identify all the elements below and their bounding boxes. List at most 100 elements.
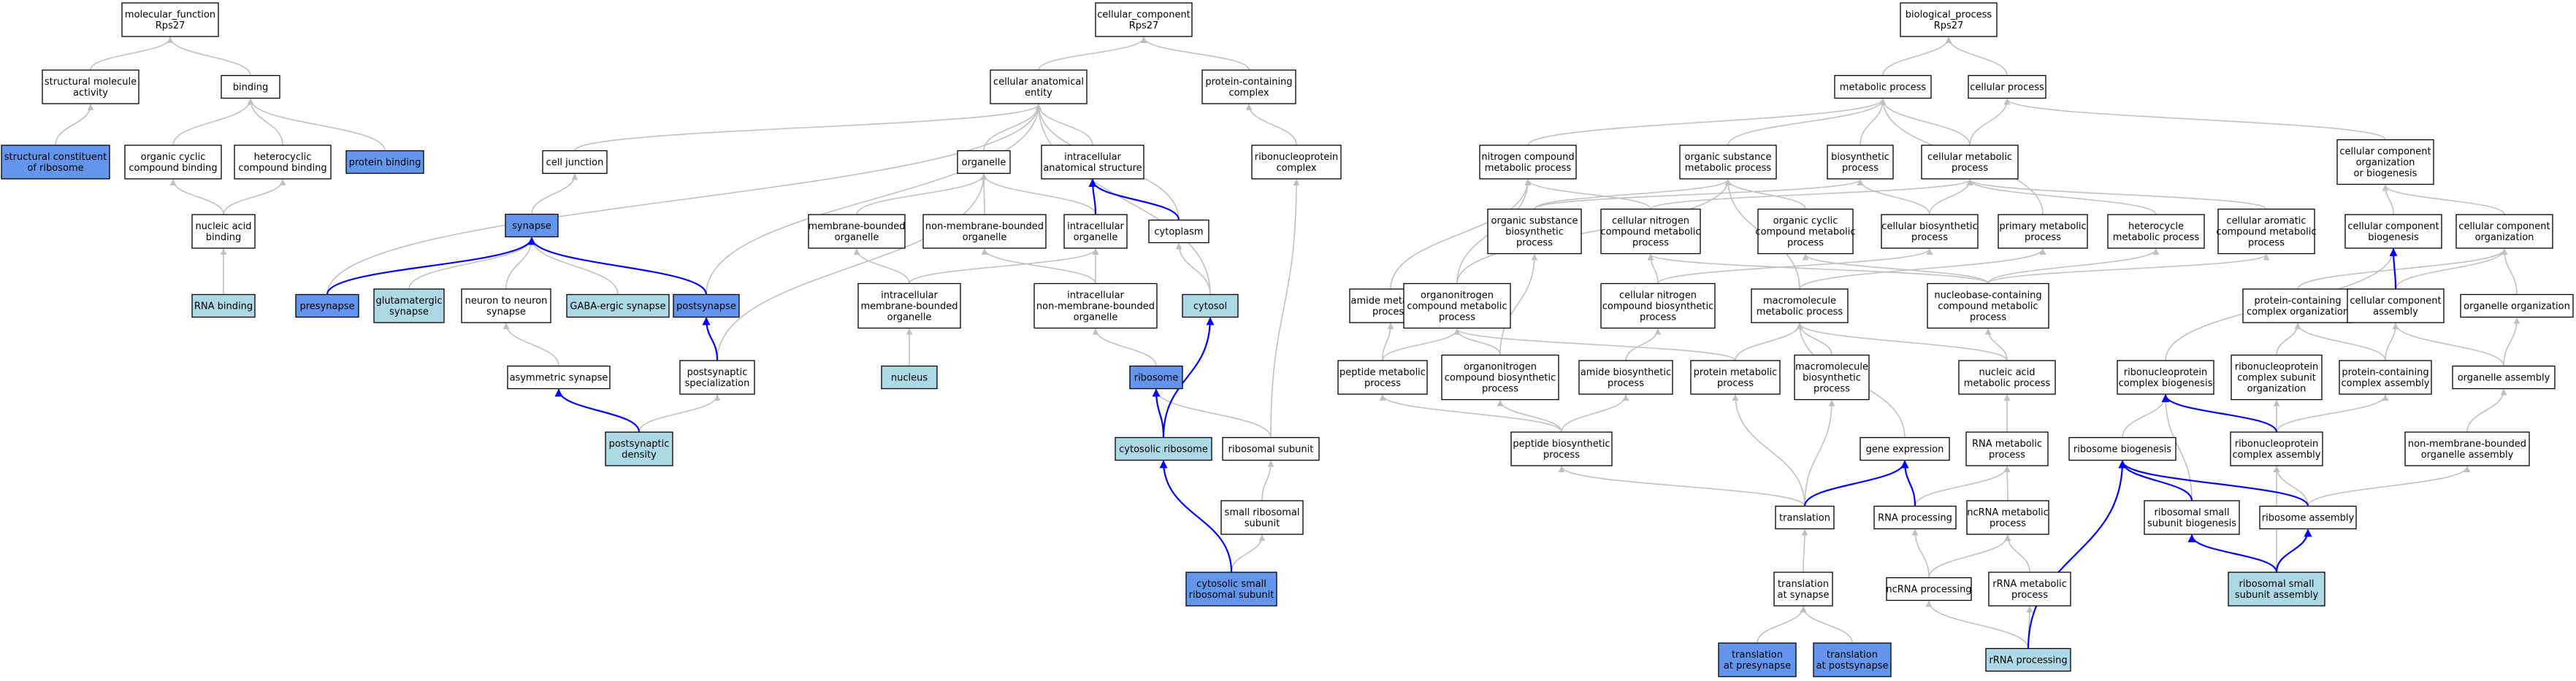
go-term-box — [1751, 288, 1849, 323]
go-term-label: rRNA metabolic — [1992, 579, 2066, 590]
go-term-box — [605, 431, 673, 466]
go-term-box — [1578, 360, 1673, 395]
go-term-label: ribosomal subunit — [1228, 445, 1314, 455]
go-term-label: density — [622, 450, 657, 461]
go-term-box — [1033, 282, 1158, 329]
go-term-label: protein-containing — [1205, 77, 1292, 88]
go-term-label: activity — [73, 88, 108, 99]
is-a-edge-translation-to-protein-metabolic-process — [1732, 394, 1805, 507]
go-term-protein-binding: protein binding — [345, 150, 424, 174]
is-a-edge-peptide-biosynthetic-process-to-amide-biosynthetic-process — [1561, 394, 1629, 433]
is-a-edge-cytosolic-small-ribosomal-subunit-to-small-ribosomal-subunit — [1231, 534, 1266, 573]
go-term-label: macromolecule — [1763, 296, 1836, 307]
go-term-label: non-membrane-bounded — [2408, 439, 2526, 450]
go-term-box — [881, 365, 938, 390]
go-term-label: RNA binding — [194, 301, 253, 312]
go-term-label: process — [2011, 590, 2048, 601]
go-term-label: cytosolic small — [1196, 579, 1266, 590]
is-a-edge-nucleobase-containing-compound-metabolic-process-to-cellular-aromatic-compound-metabolic-process — [1987, 253, 2270, 285]
is-a-edge-ribonucleoprotein-complex-assembly-to-ribonucleoprotein-complex-biogenesis — [2161, 393, 2278, 433]
is-a-edge-nitrogen-compound-metabolic-process-to-metabolic-process — [1527, 98, 1887, 146]
go-term-label: ribosomal small — [2239, 579, 2315, 590]
go-term-box — [2144, 500, 2240, 535]
is-a-edge-ribonucleoprotein-complex-subunit-organization-to-protein-containing-complex-organization — [2276, 323, 2301, 355]
go-term-box — [221, 74, 280, 99]
go-term-box — [1479, 145, 1577, 180]
go-term-label: organelle — [1074, 232, 1118, 243]
go-term-label: protein metabolic — [1694, 367, 1778, 378]
go-term-label: complex — [1228, 88, 1269, 99]
is-a-edge-neuron-to-neuron-synapse-to-synapse — [505, 236, 535, 290]
is-a-edge-postsynaptic-density-to-asymmetric-synapse — [554, 388, 641, 433]
go-term-label: cellular_component — [1097, 9, 1190, 20]
is-a-edge-cytosolic-ribosome-to-cytosol — [1162, 317, 1215, 438]
go-term-label: RNA metabolic — [1972, 439, 2042, 450]
go-term-label: biosynthetic — [1505, 227, 1564, 238]
is-a-edge-macromolecule-metabolic-process-to-primary-metabolic-process — [1799, 248, 2046, 290]
go-term-box — [1129, 365, 1183, 390]
is-a-edge-biosynthetic-process-to-metabolic-process — [1860, 98, 1887, 146]
go-term-box — [1773, 572, 1833, 607]
go-term-label: compound binding — [129, 163, 217, 174]
is-a-edge-protein-containing-complex-assembly-to-cellular-component-assembly — [2385, 323, 2399, 361]
go-term-label: Rps27 — [1934, 20, 1964, 31]
go-term-label: process — [1970, 312, 2006, 323]
go-term-label: translation — [1827, 650, 1878, 661]
is-a-edge-peptide-biosynthetic-process-to-organonitrogen-compound-biosynthetic-process — [1497, 399, 1562, 433]
go-term-label: process — [2248, 238, 2285, 249]
go-term-ribosome: ribosome — [1129, 365, 1183, 390]
go-term-label: rRNA processing — [1989, 655, 2067, 666]
go-term-label: intracellular — [1067, 221, 1124, 232]
is-a-edge-cellular-biosynthetic-process-to-biosynthetic-process — [1857, 179, 1930, 215]
go-term-label: organelle organization — [2464, 301, 2570, 312]
go-term-box — [1337, 360, 1428, 395]
go-term-label: cellular nitrogen — [1619, 291, 1697, 301]
go-term-box — [1775, 505, 1835, 530]
go-term-label: presynapse — [299, 301, 354, 312]
go-term-label: synapse — [389, 307, 429, 318]
go-term-label: organelle — [1074, 312, 1118, 323]
go-term-box — [1220, 500, 1304, 535]
go-term-box — [1958, 360, 2056, 395]
go-term-box — [2336, 139, 2434, 185]
is-a-edge-protein-metabolic-process-to-organonitrogen-compound-metabolic-process — [1453, 328, 1736, 361]
go-term-label: organonitrogen — [1464, 362, 1537, 373]
go-term-label: organelle assembly — [2421, 450, 2514, 461]
is-a-edge-intracellular-membrane-bounded-organelle-to-intracellular-organelle — [909, 248, 1099, 284]
is-a-edge-peptide-metabolic-process-to-amide-metabolic-process — [1382, 323, 1394, 361]
go-term-rrna-processing: rRNA processing — [1985, 647, 2071, 672]
go-term-label: postsynaptic — [609, 439, 670, 450]
go-term-label: ribosome biogenesis — [2074, 445, 2171, 455]
go-term-box — [1, 145, 110, 180]
go-term-label: process — [1990, 518, 2026, 529]
go-term-label: organelle — [962, 158, 1006, 169]
go-term-box — [1041, 145, 1144, 180]
is-a-edge-amide-biosynthetic-process-to-cellular-nitrogen-compound-biosynthetic-process — [1625, 328, 1662, 361]
go-term-label: primary metabolic — [1999, 221, 2086, 232]
go-term-label: compound metabolic — [1407, 301, 1507, 312]
go-term-box — [1988, 572, 2071, 607]
go-term-box — [2344, 214, 2442, 249]
go-term-label: biosynthetic — [1803, 373, 1861, 384]
is-a-edge-cellular-anatomical-entity-to-cc-root — [1038, 36, 1147, 71]
go-term-label: translation — [1732, 650, 1783, 661]
go-term-label: metabolic process — [1757, 307, 1843, 318]
is-a-edge-organic-cyclic-compound-metabolic-process-to-organic-substance-metabolic-process — [1724, 179, 1806, 209]
go-term-box — [2228, 572, 2325, 607]
is-a-edge-ncrna-metabolic-process-to-rna-metabolic-process — [2003, 466, 2011, 501]
go-term-label: heterocycle — [2128, 221, 2184, 232]
go-term-ribosome-biogenesis: ribosome biogenesis — [2068, 436, 2176, 461]
go-term-cellular-process: cellular process — [1968, 74, 2046, 99]
go-term-label: or biogenesis — [2354, 169, 2418, 180]
